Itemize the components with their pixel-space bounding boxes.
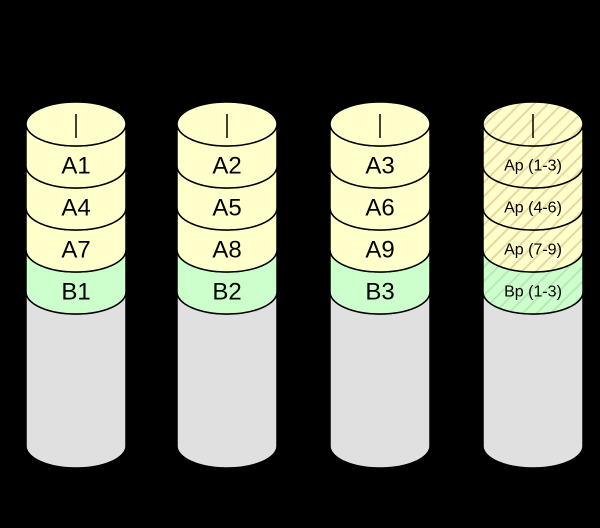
block-label: Ap (1-3): [504, 158, 562, 175]
block-label: A4: [61, 195, 90, 222]
block-label: B1: [61, 279, 90, 306]
block-label: A7: [61, 237, 90, 264]
block-label: A8: [212, 237, 241, 264]
block-label: A9: [365, 237, 394, 264]
block-label: B3: [365, 279, 394, 306]
disk-empty-space: [329, 291, 431, 469]
block-label: A1: [61, 153, 90, 180]
block-label: A3: [365, 153, 394, 180]
block-label: A6: [365, 195, 394, 222]
block-label: A5: [212, 195, 241, 222]
disk-empty-space: [25, 291, 127, 469]
block-label: Ap (7-9): [504, 242, 562, 259]
block-label: Bp (1-3): [504, 284, 562, 301]
disk-3-parity: Ap (1-3) Ap (4-6) Ap (7-9) Bp (1-3): [482, 101, 584, 469]
disk-empty-space: [176, 291, 278, 469]
disk-empty-space: [482, 291, 584, 469]
block-label: B2: [212, 279, 241, 306]
block-label: A2: [212, 153, 241, 180]
block-label: Ap (4-6): [504, 200, 562, 217]
